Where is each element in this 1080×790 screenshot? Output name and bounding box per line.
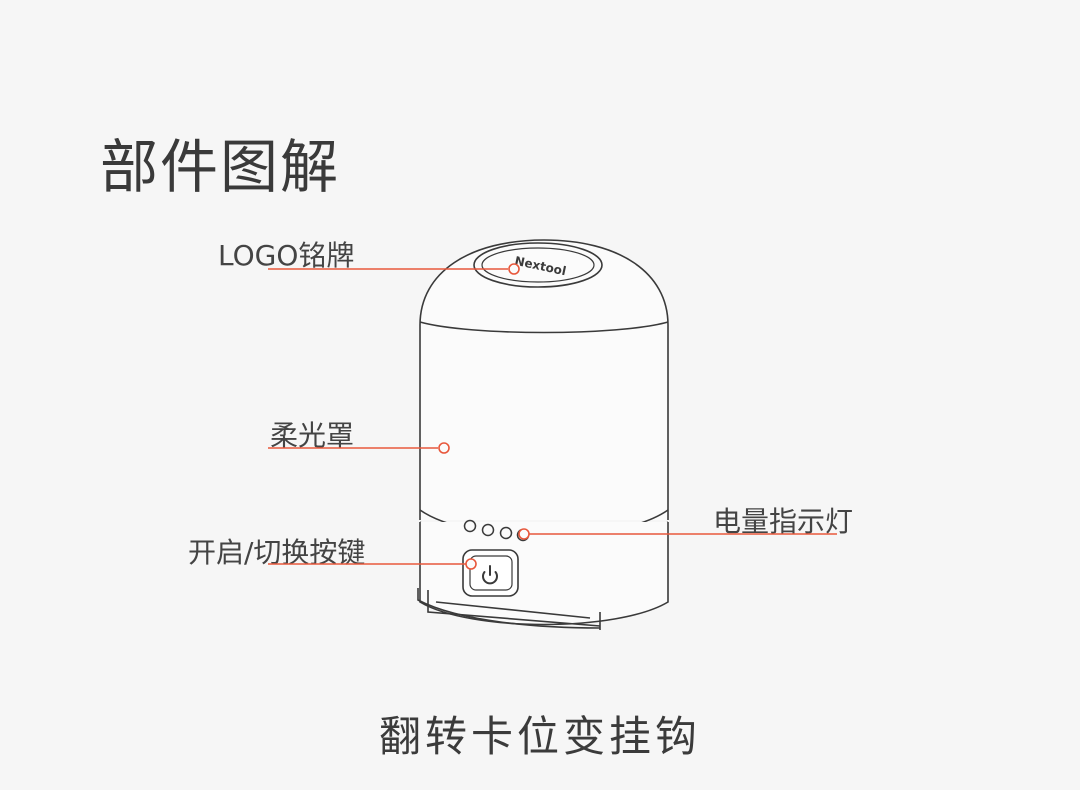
power-button bbox=[462, 549, 519, 597]
page-title: 部件图解 bbox=[100, 133, 341, 201]
caption-hook: 翻转卡位变挂钩 bbox=[378, 712, 701, 761]
label-logo: LOGO铭牌 bbox=[218, 239, 355, 272]
label-diffuser: 柔光罩 bbox=[270, 419, 355, 452]
callout-lines bbox=[268, 263, 837, 570]
lamp-body bbox=[417, 239, 669, 630]
power-icon bbox=[482, 565, 498, 585]
label-indicator: 电量指示灯 bbox=[713, 505, 854, 538]
